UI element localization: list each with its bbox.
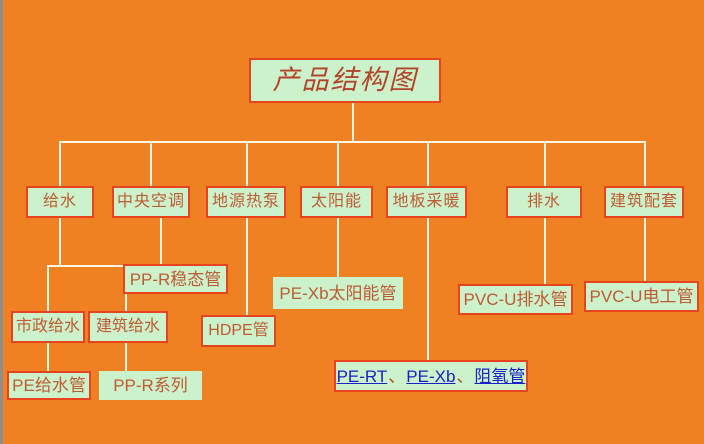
connector-diyuanrebeng-to-hdpe <box>246 217 248 315</box>
connector-taiyangneng-to-pexb <box>337 217 339 277</box>
node-title: 产品结构图 <box>249 58 441 103</box>
node-jishui[interactable]: 给水 <box>26 186 94 218</box>
connector-main-bus <box>60 141 646 143</box>
connector-dibancainuan-to-linkbox <box>427 217 429 360</box>
connector-bus-to-dibancainuan <box>427 141 429 186</box>
node-zhongyangkongtiao[interactable]: 中央空调 <box>112 186 190 218</box>
node-pvcu-diangong-guan[interactable]: PVC-U电工管 <box>584 281 699 312</box>
connector-bus-to-taiyangneng <box>337 141 339 186</box>
node-shizheng-jishui[interactable]: 市政给水 <box>11 311 85 343</box>
connector-jishui-to-shizheng <box>47 265 49 311</box>
link-zuyang-guan[interactable]: 阻氧管 <box>474 366 526 386</box>
node-diyuanrebeng[interactable]: 地源热泵 <box>206 186 286 218</box>
connector-jishui-down <box>59 217 61 265</box>
connector-jishui-subbus <box>47 265 127 267</box>
node-pvcu-paishui-guan[interactable]: PVC-U排水管 <box>458 284 573 315</box>
node-ppr-wentai-guan[interactable]: PP-R稳态管 <box>123 264 228 294</box>
connector-bus-to-paishui <box>544 141 546 186</box>
node-link-box[interactable]: PE-RT、PE-Xb、阻氧管 <box>334 360 528 392</box>
node-pe-jishui-guan[interactable]: PE给水管 <box>7 371 91 400</box>
connector-bus-to-jianzhupeitao <box>644 141 646 186</box>
link-pe-rt[interactable]: PE-RT <box>336 366 388 386</box>
node-paishui[interactable]: 排水 <box>506 186 582 218</box>
node-hdpe-guan[interactable]: HDPE管 <box>201 315 276 347</box>
connector-paishui-to-pvcupaishui <box>544 217 546 284</box>
connector-bus-to-diyuanrebeng <box>246 141 248 186</box>
node-ppr-xilie[interactable]: PP-R系列 <box>99 371 202 400</box>
connector-bus-to-jishui <box>59 141 61 186</box>
node-taiyangneng[interactable]: 太阳能 <box>300 186 373 218</box>
connector-zhongyangkongtiao-to-pprwentai <box>160 217 162 264</box>
separator-1: 、 <box>388 366 406 386</box>
node-jianzhu-jishui[interactable]: 建筑给水 <box>88 311 168 343</box>
link-pe-xb[interactable]: PE-Xb <box>406 366 456 386</box>
node-dibancainuan[interactable]: 地板采暖 <box>386 186 467 218</box>
node-pexb-taiyangneng-guan[interactable]: PE-Xb太阳能管 <box>273 277 403 309</box>
connector-jianzhupeitao-to-pvcudiangong <box>644 217 646 281</box>
separator-2: 、 <box>456 366 474 386</box>
node-jianzhupeitao[interactable]: 建筑配套 <box>604 186 684 218</box>
connector-title-to-bus <box>352 103 354 141</box>
connector-shizheng-to-pe <box>47 343 49 371</box>
connector-jianzhu-to-ppr <box>125 343 127 371</box>
connector-bus-to-zhongyangkongtiao <box>150 141 152 186</box>
